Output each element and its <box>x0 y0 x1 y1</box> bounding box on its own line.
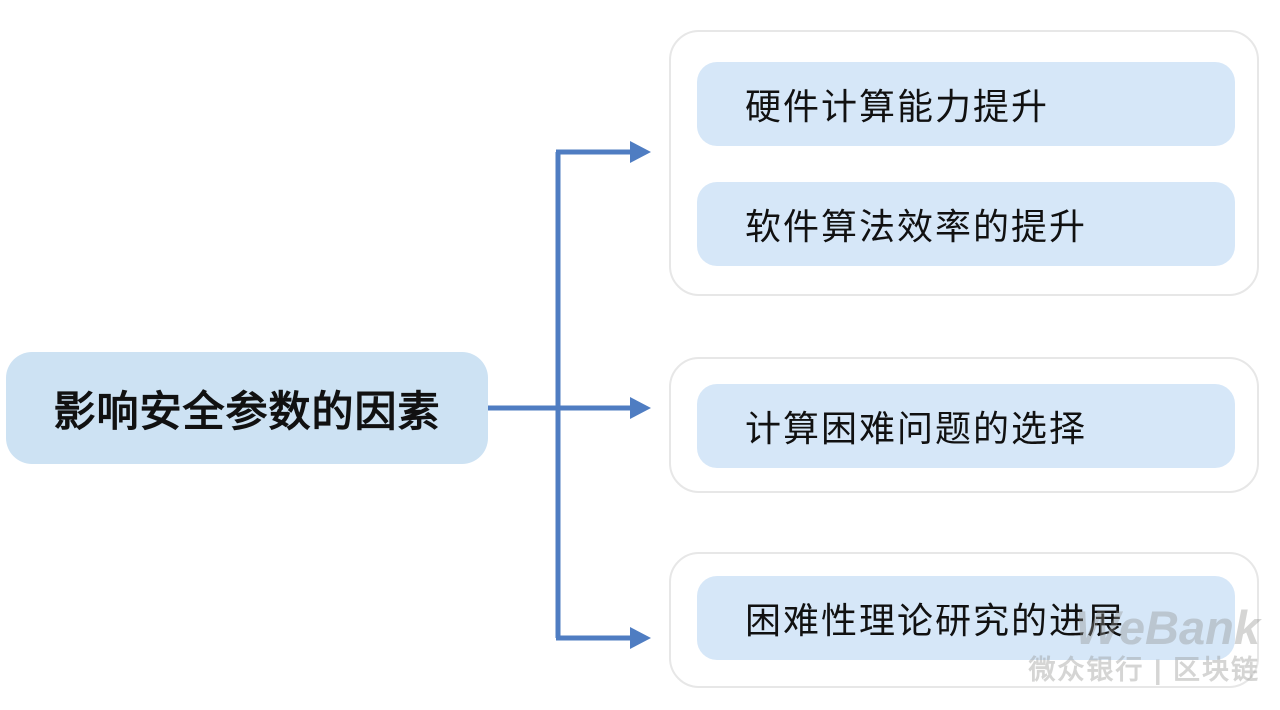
factor-item-hardness-theory: 困难性理论研究的进展 <box>697 576 1235 660</box>
factor-item-label: 困难性理论研究的进展 <box>745 600 1126 641</box>
root-node: 影响安全参数的因素 <box>6 352 488 464</box>
root-node-label: 影响安全参数的因素 <box>53 387 441 435</box>
factor-item-hardware: 硬件计算能力提升 <box>697 62 1235 146</box>
factor-item-hard-problem: 计算困难问题的选择 <box>697 384 1235 468</box>
factor-group-1: 硬件计算能力提升 软件算法效率的提升 <box>669 30 1259 296</box>
arrow-to-group-1 <box>556 141 651 163</box>
arrow-to-group-2 <box>488 397 651 419</box>
factor-group-2: 计算困难问题的选择 <box>669 357 1259 493</box>
factor-item-software: 软件算法效率的提升 <box>697 182 1235 266</box>
factor-item-label: 软件算法效率的提升 <box>745 206 1088 247</box>
factor-item-label: 计算困难问题的选择 <box>745 408 1088 449</box>
factor-group-3: 困难性理论研究的进展 <box>669 552 1259 688</box>
factor-item-label: 硬件计算能力提升 <box>745 86 1050 127</box>
arrow-to-group-3 <box>556 627 651 649</box>
